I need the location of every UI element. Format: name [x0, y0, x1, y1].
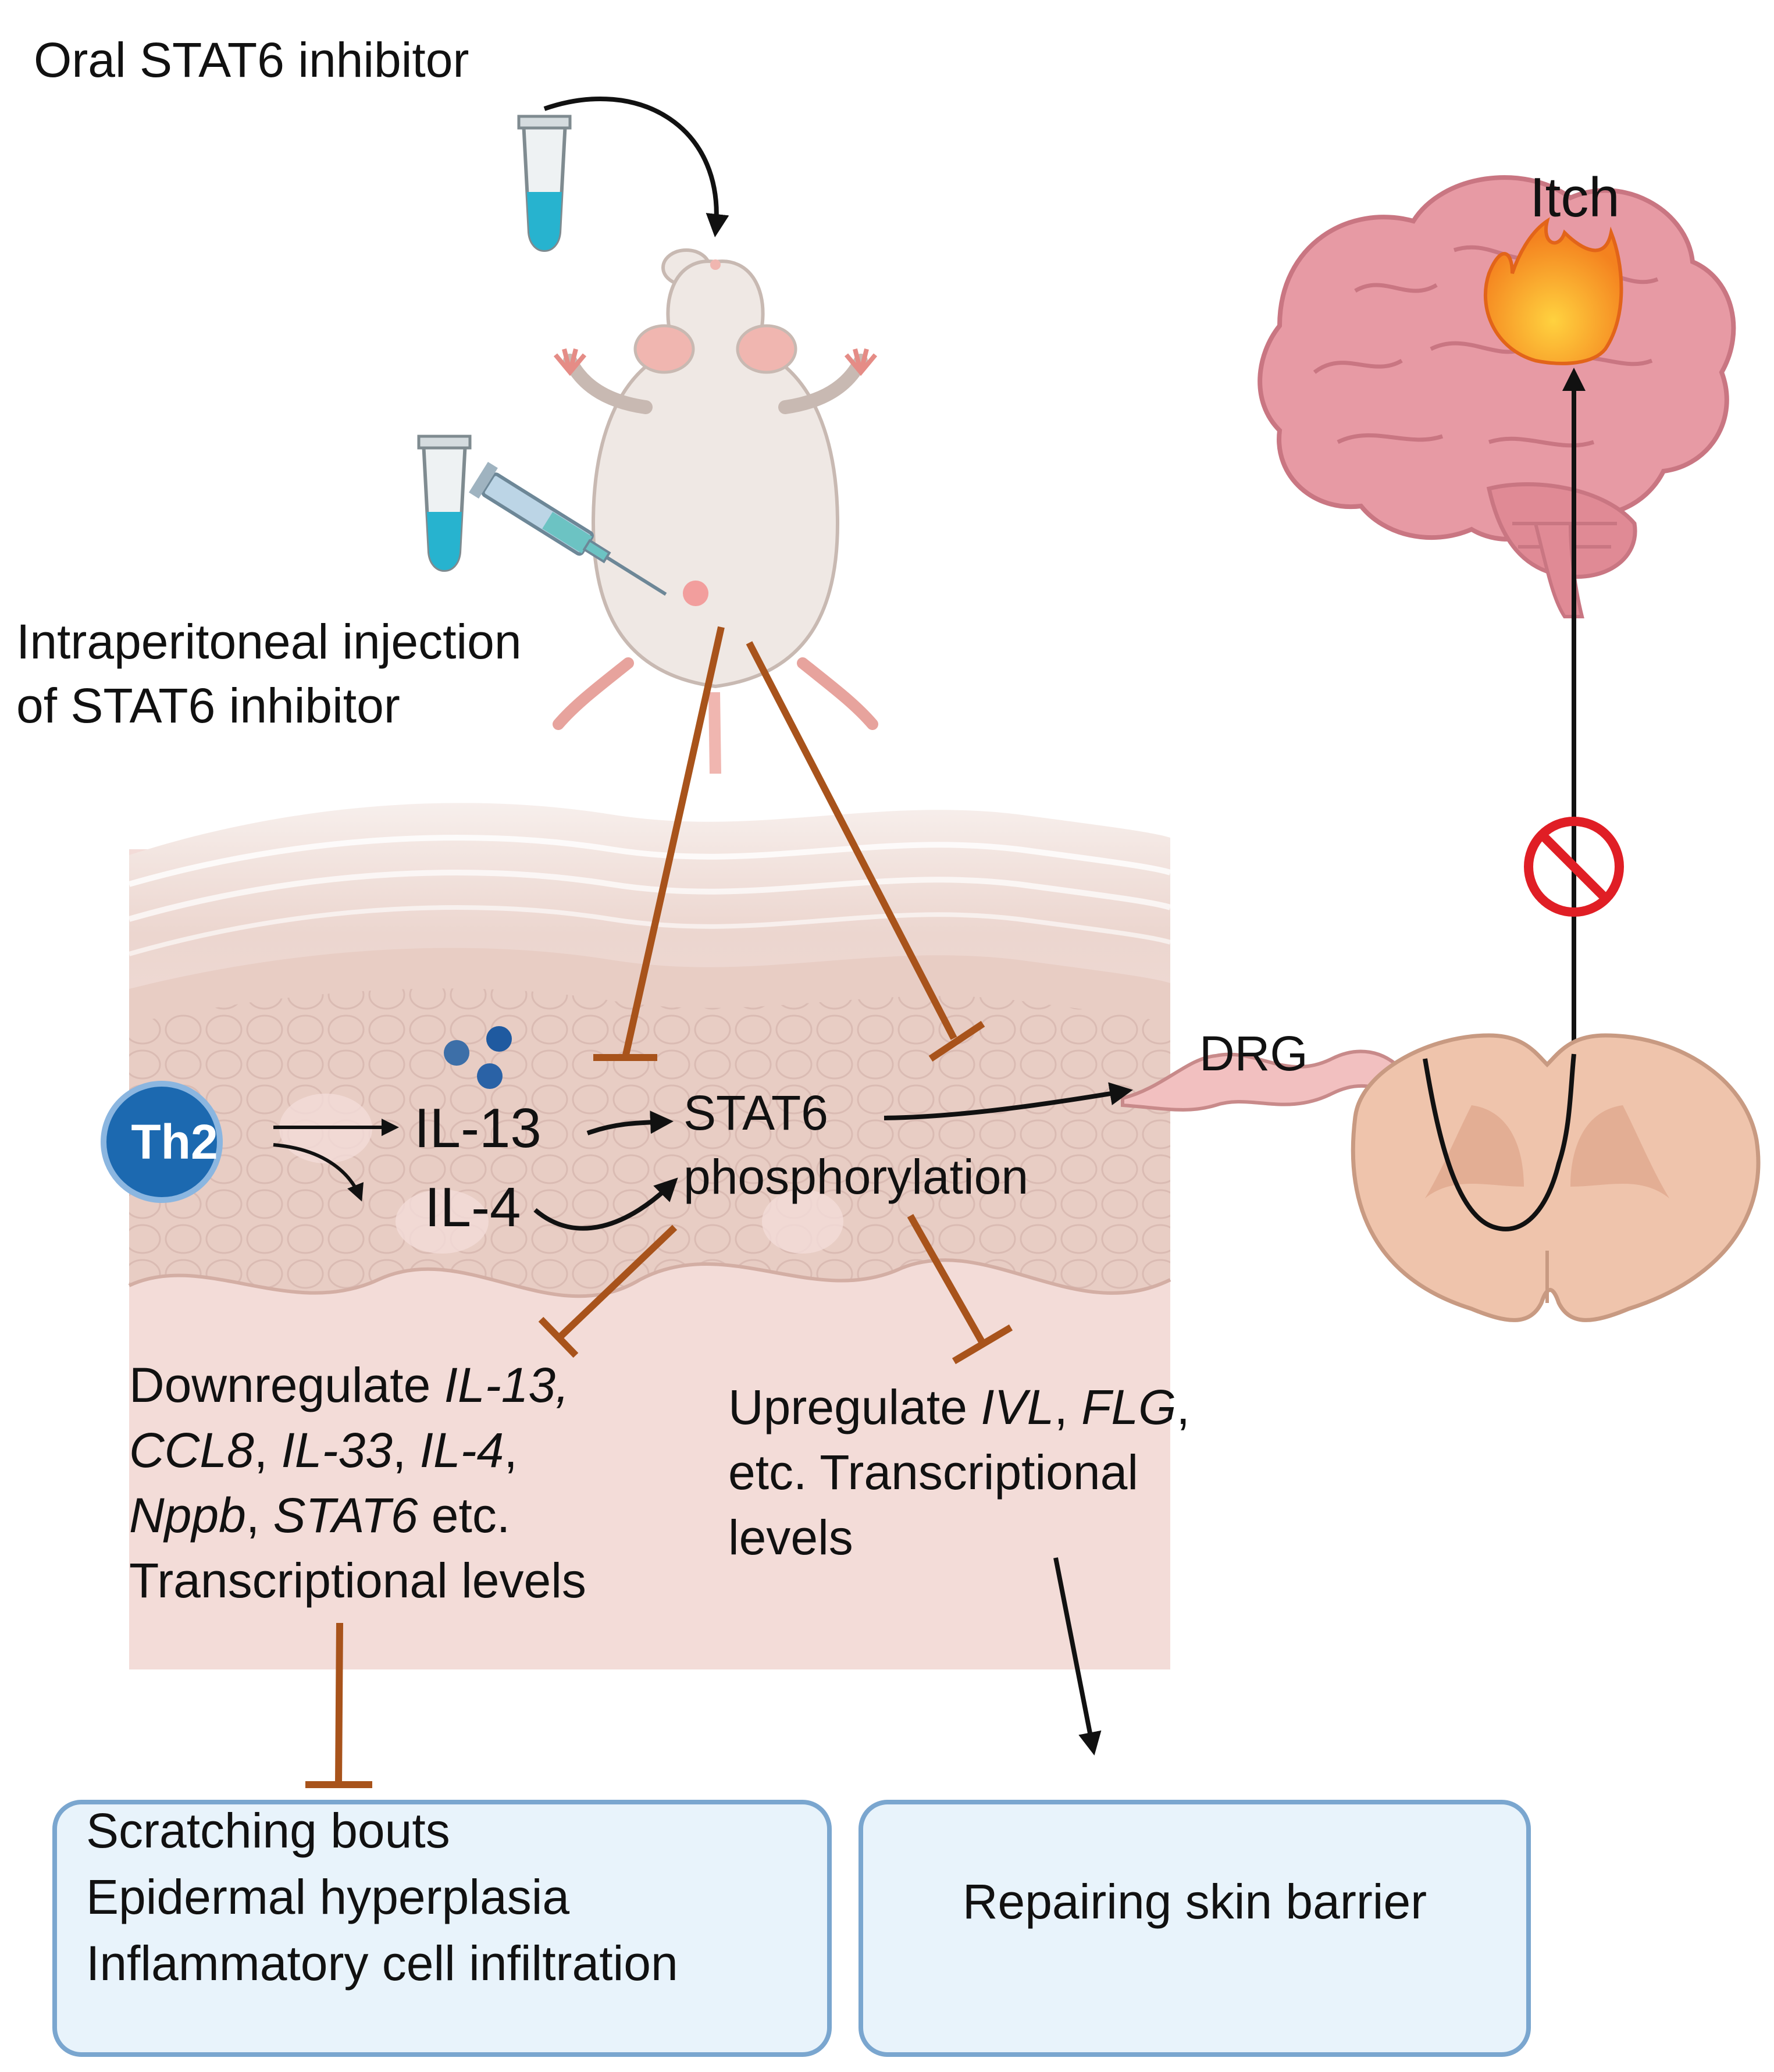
gene-nppb: Nppb	[129, 1488, 246, 1543]
downregulate-text: Downregulate IL-13, CCL8, IL-33, IL-4, N…	[129, 1358, 586, 1608]
outcome-scratching: Scratching bouts	[86, 1803, 450, 1858]
phosphorylation-label: phosphorylation	[683, 1149, 1028, 1204]
gene-ccl8: CCL8	[129, 1423, 254, 1478]
outcome-repairing: Repairing skin barrier	[963, 1874, 1427, 1929]
gene-il33: IL-33	[281, 1423, 392, 1478]
outcome-hyperplasia: Epidermal hyperplasia	[86, 1870, 569, 1924]
activation-arrows	[273, 97, 1133, 1756]
outcome-infiltration: Inflammatory cell infiltration	[86, 1936, 678, 1991]
il4-label: IL-4	[425, 1176, 521, 1238]
tube-icon	[417, 435, 472, 572]
upregulate-line2: etc. Transcriptional	[728, 1445, 1138, 1500]
downregulate-word: Downregulate	[129, 1358, 430, 1412]
drg-label: DRG	[1199, 1026, 1308, 1081]
flame-icon	[1483, 217, 1623, 365]
svg-text:Upregulate IVL, FLG,: Upregulate IVL, FLG,	[728, 1380, 1190, 1434]
prohibit-icon	[1524, 817, 1624, 917]
upregulate-line3: levels	[728, 1510, 853, 1565]
upregulate-word: Upregulate	[728, 1380, 967, 1434]
gene-il4: IL-4	[420, 1423, 504, 1478]
gene-flg: FLG	[1081, 1380, 1176, 1434]
injection-label-line2: of STAT6 inhibitor	[16, 678, 400, 733]
oral-inhibitor-label: Oral STAT6 inhibitor	[34, 33, 469, 87]
inhibition-lines	[305, 626, 1013, 1788]
svg-text:Nppb, STAT6 etc.: Nppb, STAT6 etc.	[129, 1488, 510, 1543]
th2-cell: Th2	[101, 1081, 223, 1203]
svg-text:Downregulate IL-13,: Downregulate IL-13,	[129, 1358, 569, 1412]
th2-label: Th2	[131, 1115, 218, 1169]
outcome-box-left: Scratching bouts Epidermal hyperplasia I…	[52, 1800, 832, 2057]
brain-icon	[1258, 175, 1736, 618]
spinal-cord-icon	[1351, 1033, 1761, 1322]
mouse-icon	[553, 248, 878, 774]
tube-icon	[517, 115, 572, 252]
il13-label: IL-13	[414, 1097, 542, 1159]
skin-section	[128, 803, 1171, 1669]
gene-stat6: STAT6	[273, 1488, 418, 1543]
syringe-icon	[469, 461, 667, 596]
upregulate-text: Upregulate IVL, FLG, etc. Transcriptiona…	[728, 1380, 1190, 1565]
cytokine-particles	[444, 1026, 512, 1089]
outcome-box-right: Repairing skin barrier	[858, 1800, 1531, 2057]
svg-text:CCL8, IL-33, IL-4,: CCL8, IL-33, IL-4,	[129, 1423, 518, 1478]
injection-label-line1: Intraperitoneal injection	[16, 614, 522, 669]
itch-label: Itch	[1530, 166, 1620, 229]
downregulate-transcriptional: Transcriptional levels	[129, 1553, 586, 1608]
stat6-label: STAT6	[683, 1085, 828, 1140]
gene-ivl: IVL	[981, 1380, 1054, 1434]
downregulate-genes-1: IL-13,	[444, 1358, 569, 1412]
